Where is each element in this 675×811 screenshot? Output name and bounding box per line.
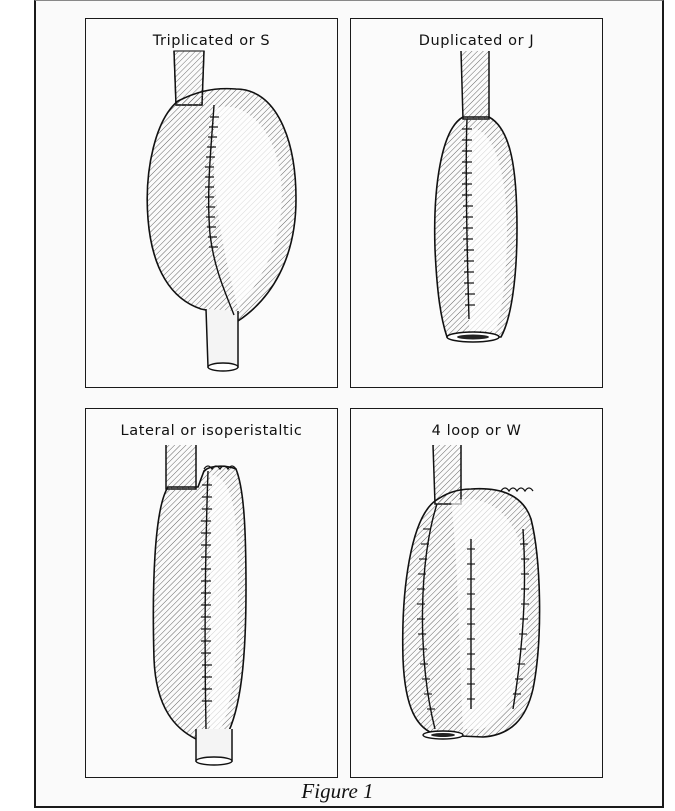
pouch-lateral-illustration: [86, 409, 339, 779]
figure-caption: Figure 1: [0, 779, 675, 804]
pouch-j-illustration: [351, 19, 604, 389]
pouch-s-illustration: [86, 19, 339, 389]
panel-duplicated: Duplicated or J: [350, 18, 603, 388]
panel-four-loop: 4 loop or W: [350, 408, 603, 778]
panel-triplicated: Triplicated or S: [85, 18, 338, 388]
panel-lateral: Lateral or isoperistaltic: [85, 408, 338, 778]
pouch-w-illustration: [351, 409, 604, 779]
